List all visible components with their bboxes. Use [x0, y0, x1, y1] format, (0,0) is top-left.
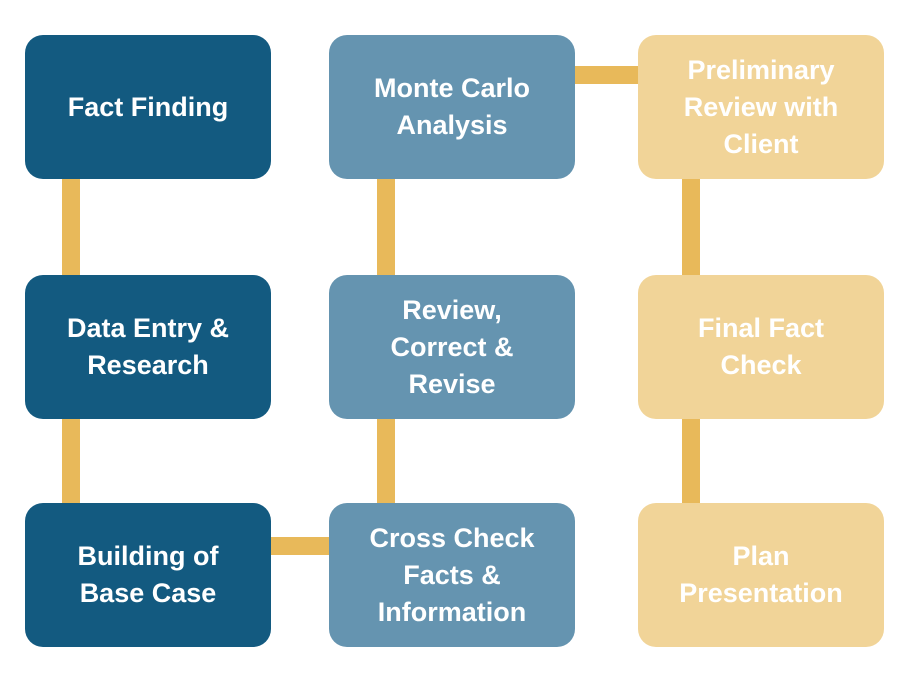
connector-5-6 — [377, 175, 395, 280]
step-label: Monte Carlo Analysis — [373, 73, 530, 140]
step-label: Plan Presentation — [679, 541, 843, 608]
step-label: Review, Correct & Revise — [390, 294, 514, 399]
connector-6-7 — [570, 66, 643, 84]
step-fact-finding: Fact Finding — [25, 35, 271, 179]
connector-2-3 — [62, 414, 80, 508]
step-label: Cross Check Facts & Information — [369, 522, 535, 627]
step-plan-presentation: Plan Presentation — [638, 503, 884, 647]
step-label: Fact Finding — [67, 91, 229, 122]
connector-1-2 — [62, 175, 80, 280]
step-label: Building of Base Case — [77, 541, 219, 608]
step-label: Preliminary Review with Client — [683, 54, 839, 159]
connector-8-9 — [682, 414, 700, 508]
connector-4-5 — [377, 414, 395, 508]
step-review-correct-revise: Review, Correct & Revise — [329, 275, 575, 419]
step-monte-carlo: Monte Carlo Analysis — [329, 35, 575, 179]
step-cross-check: Cross Check Facts & Information — [329, 503, 575, 647]
step-final-fact-check: Final Fact Check — [638, 275, 884, 419]
connector-7-8 — [682, 175, 700, 280]
step-label: Data Entry & Research — [66, 313, 230, 380]
step-label: Final Fact Check — [697, 313, 825, 380]
step-building-base-case: Building of Base Case — [25, 503, 271, 647]
connector-3-4 — [266, 537, 334, 555]
step-preliminary-review: Preliminary Review with Client — [638, 35, 884, 179]
step-data-entry-research: Data Entry & Research — [25, 275, 271, 419]
